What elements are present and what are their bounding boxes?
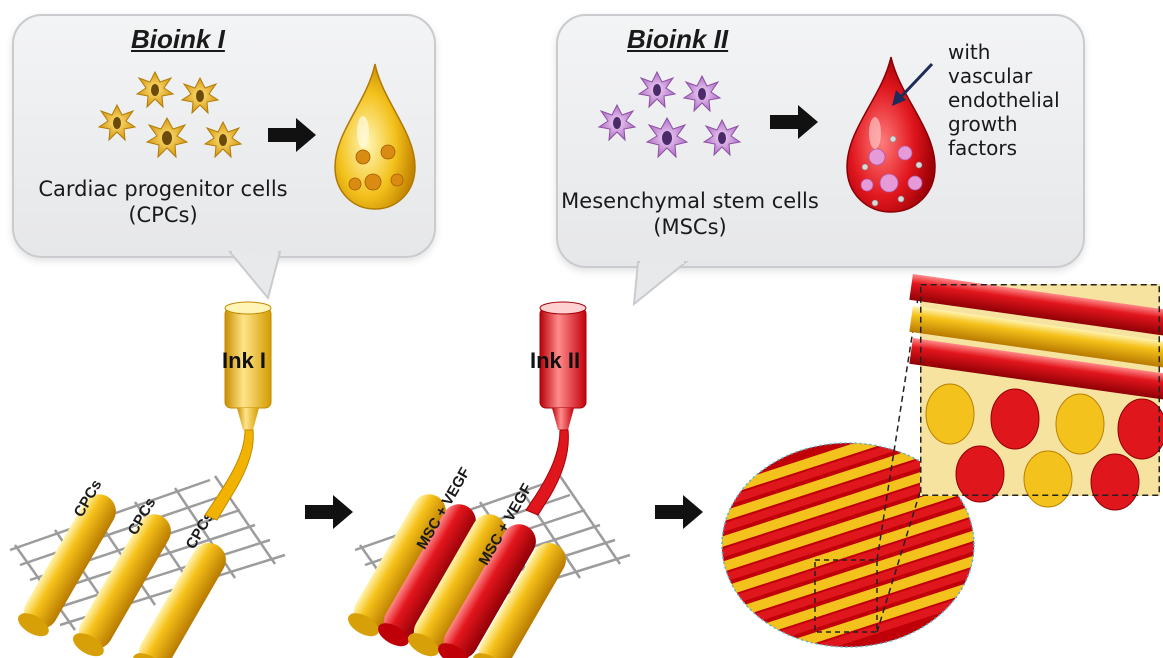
bioink2-bubble-tail [632, 259, 689, 307]
droplet-icon [846, 56, 936, 213]
vegf-line1: with [948, 40, 991, 64]
bioink1-caption-line1: Cardiac progenitor cells [38, 177, 288, 201]
bioink2-caption: Mesenchymal stem cells (MSCs) [560, 188, 820, 241]
bioink1-title: Bioink I [131, 24, 225, 54]
purple-cell-cluster [597, 70, 742, 159]
yellow-strands [18, 494, 226, 658]
pointer-arrow-icon [892, 62, 934, 106]
vegf-line2: vascular [948, 64, 1033, 88]
bioink1-caption-line2: (CPCs) [128, 203, 198, 228]
purple-cell-icon [597, 70, 742, 159]
zoom-inset [909, 274, 1163, 511]
bioink2-caption-line2: (MSCs) [653, 215, 727, 240]
bioink1-caption: Cardiac progenitor cells (CPCs) [28, 176, 298, 229]
bioink2-bubble [556, 14, 1085, 268]
yellow-cell-cluster [97, 70, 243, 159]
arrow-right-icon [305, 495, 353, 529]
ink2-label: Ink II [530, 348, 581, 373]
mixed-strands [348, 494, 566, 658]
vegf-line5: factors [948, 136, 1018, 160]
vegf-label: with vascular endothelial growth factors [948, 40, 1060, 160]
vegf-line3: endothelial [948, 88, 1060, 112]
arrow-right-icon [770, 105, 818, 139]
ink1-label: Ink I [222, 348, 267, 373]
bioink2-title: Bioink II [627, 24, 729, 54]
bioink2-caption-line1: Mesenchymal stem cells [561, 189, 819, 213]
arrow-right-icon [268, 118, 316, 152]
arrow-right-icon [655, 495, 703, 529]
vegf-line4: growth [948, 112, 1018, 136]
droplet-icon [334, 63, 416, 210]
yellow-cell-icon [97, 70, 243, 159]
syringe-icon [204, 301, 272, 521]
bioink1-bubble-tail [227, 249, 282, 301]
syringe-icon [525, 301, 587, 516]
